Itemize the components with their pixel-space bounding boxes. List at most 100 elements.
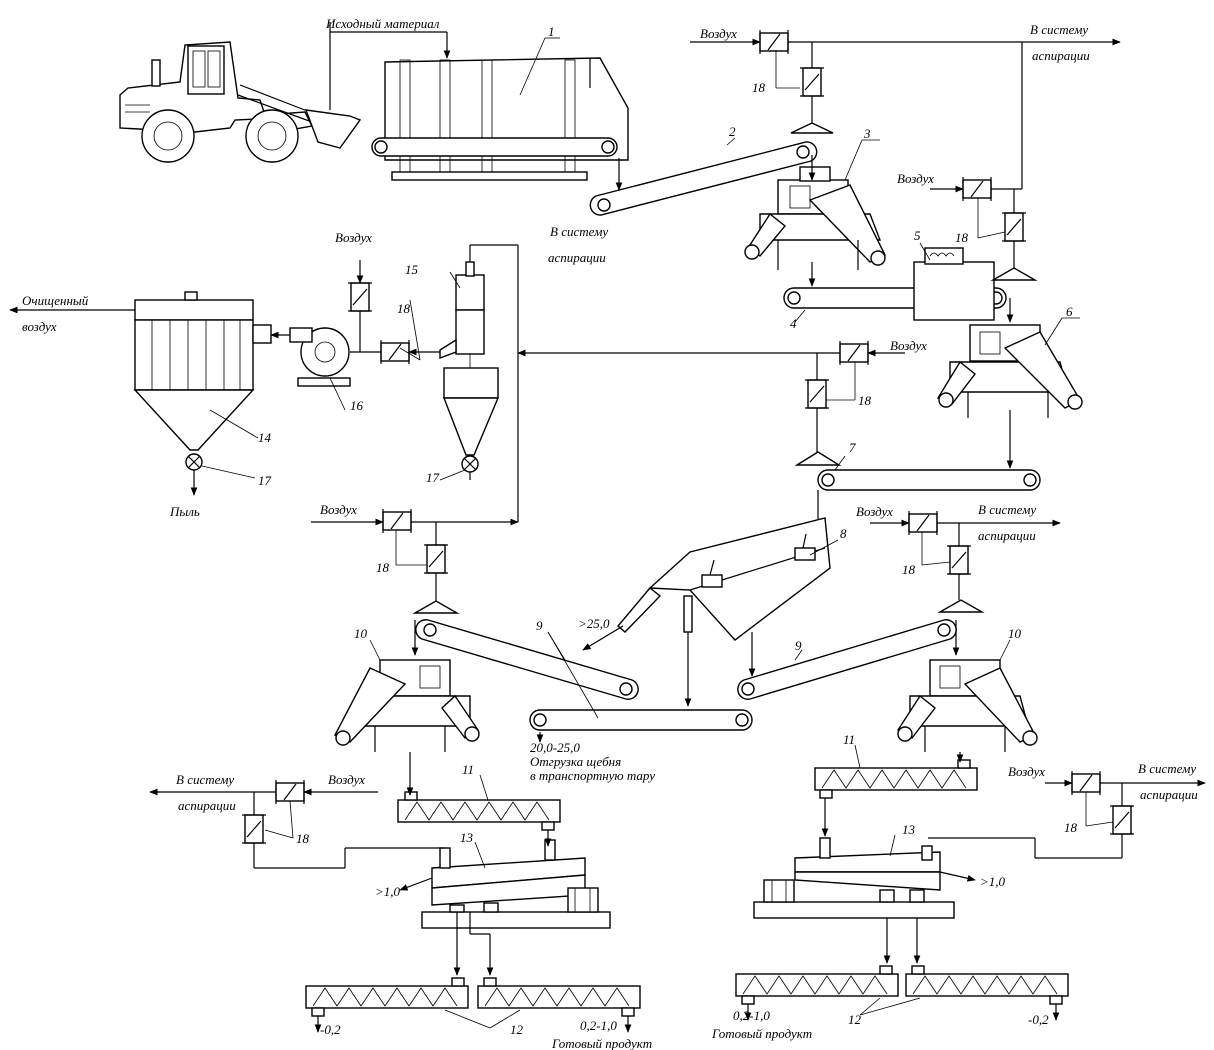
callout-18-g: 18	[296, 831, 310, 846]
label-aspiration-4b: аспирации	[178, 798, 236, 813]
callout-17-filter: 17	[258, 473, 272, 488]
callout-3: 3	[863, 126, 871, 141]
crusher-10-left	[334, 659, 480, 752]
label-dust: Пыль	[169, 504, 200, 519]
callout-15: 15	[405, 262, 419, 277]
callout-10-left: 10	[354, 626, 368, 641]
leader-lines	[201, 37, 1114, 1029]
air-valve-18-c-horiz	[839, 341, 869, 365]
cyclone-15	[439, 261, 500, 456]
crusher-6	[936, 324, 1083, 418]
label-shipment-1: Отгрузка щебня	[530, 754, 621, 769]
label-aspiration-1b: аспирации	[1032, 48, 1090, 63]
callout-11-right: 11	[843, 732, 855, 747]
label-air-4: Воздух	[890, 338, 927, 353]
callout-2: 2	[729, 124, 736, 139]
aspiration-hoods	[412, 122, 1038, 614]
feeder-hopper-1	[371, 57, 629, 181]
crusher-10-right	[897, 659, 1038, 752]
callout-16: 16	[350, 398, 364, 413]
fan-16	[289, 327, 351, 387]
air-valve-18-f-vert	[947, 545, 971, 575]
rotary-valve-17-filter	[185, 453, 203, 471]
callout-10-right: 10	[1008, 626, 1022, 641]
air-valve-18-h-vert	[1110, 805, 1134, 835]
callout-18-a: 18	[752, 80, 766, 95]
label-size-02-1-right: 0,2-1,0	[733, 1008, 770, 1023]
callout-18-b: 18	[955, 230, 969, 245]
air-valve-18-a-horiz	[759, 30, 789, 54]
label-air-8: Воздух	[1008, 764, 1045, 779]
label-finished-right: Готовый продукт	[711, 1026, 812, 1041]
sieve-13-right	[753, 837, 955, 919]
label-aspiration-2b: аспирации	[548, 250, 606, 265]
screw-conveyor-12-left-b	[477, 977, 641, 1017]
magnetic-separator-5	[913, 247, 995, 321]
screw-conveyor-11-right	[814, 759, 978, 799]
callout-4: 4	[790, 316, 797, 331]
number-callouts: 1 2 3 4 5 6 7 8 9 9 10 10 11 11 12 12 13…	[258, 24, 1078, 1037]
air-valve-18-c-vert	[805, 379, 829, 409]
vibrating-screen-8	[617, 517, 831, 641]
label-aspiration-4a: В систему	[176, 772, 234, 787]
air-valve-18-h-horiz	[1071, 771, 1101, 795]
label-air-1: Воздух	[700, 26, 737, 41]
callout-13-left: 13	[460, 830, 474, 845]
screw-conveyor-12-right-a	[735, 965, 899, 1005]
sieve-13-left	[421, 839, 611, 929]
label-cleaned-air-1: Очищенный	[22, 293, 89, 308]
callout-6: 6	[1066, 304, 1073, 319]
label-shipment-2: в транспортную тару	[530, 768, 655, 783]
callout-18-e: 18	[376, 560, 390, 575]
bag-filter-14	[133, 291, 272, 451]
belt-conveyor-7	[817, 469, 1041, 491]
pipe-network	[9, 22, 1206, 1033]
belt-conveyor-9-bottom	[529, 709, 753, 731]
label-air-7: Воздух	[328, 772, 365, 787]
callout-12-left: 12	[510, 1022, 524, 1037]
label-aspiration-5a: В систему	[1138, 761, 1196, 776]
callout-11-left: 11	[462, 762, 474, 777]
label-aspiration-3a: В систему	[978, 502, 1036, 517]
label-air-5: Воздух	[320, 502, 357, 517]
callout-9-right: 9	[795, 638, 802, 653]
label-air-2: Воздух	[897, 171, 934, 186]
screw-conveyor-12-left-a	[305, 977, 469, 1017]
air-valve-18-d-vert	[348, 282, 372, 312]
air-valve-18-b-horiz	[962, 177, 992, 201]
air-valve-18-e-vert	[424, 544, 448, 574]
label-cleaned-air-2: воздух	[22, 319, 57, 334]
belt-conveyor-2	[589, 141, 818, 216]
callout-18-h: 18	[1064, 820, 1078, 835]
callout-14: 14	[258, 430, 272, 445]
callout-9-left: 9	[536, 618, 543, 633]
callout-18-f: 18	[902, 562, 916, 577]
label-size-minus-02-left: -0,2	[320, 1022, 341, 1037]
callout-18-d: 18	[397, 301, 411, 316]
label-size-minus-02-right: -0,2	[1028, 1012, 1049, 1027]
label-source-material: Исходный материал	[325, 16, 440, 31]
rotary-valve-17-cyclone	[461, 455, 479, 473]
air-valve-18-d-horiz	[380, 340, 410, 364]
air-valve-18-g-vert	[242, 814, 266, 844]
air-valve-18-b-vert	[1002, 212, 1026, 242]
front-loader	[119, 41, 362, 163]
callout-7: 7	[849, 440, 856, 455]
label-size-over-1-left: >1,0	[375, 884, 401, 899]
label-air-3: Воздух	[335, 230, 372, 245]
belt-conveyor-9-right	[737, 619, 957, 700]
air-valve-18-g-horiz	[275, 780, 305, 804]
crusher-3	[744, 166, 886, 270]
label-aspiration-1a: В систему	[1030, 22, 1088, 37]
screw-conveyor-12-right-b	[905, 965, 1069, 1005]
label-finished-left: Готовый продукт	[551, 1036, 652, 1050]
belt-conveyor-9-left	[415, 619, 639, 700]
label-aspiration-3b: аспирации	[978, 528, 1036, 543]
air-valve-18-e-horiz	[382, 509, 412, 533]
callout-8: 8	[840, 526, 847, 541]
air-valve-18-a-vert	[800, 67, 824, 97]
label-aspiration-2a: В систему	[550, 224, 608, 239]
callout-12-right: 12	[848, 1012, 862, 1027]
callout-5: 5	[914, 228, 921, 243]
